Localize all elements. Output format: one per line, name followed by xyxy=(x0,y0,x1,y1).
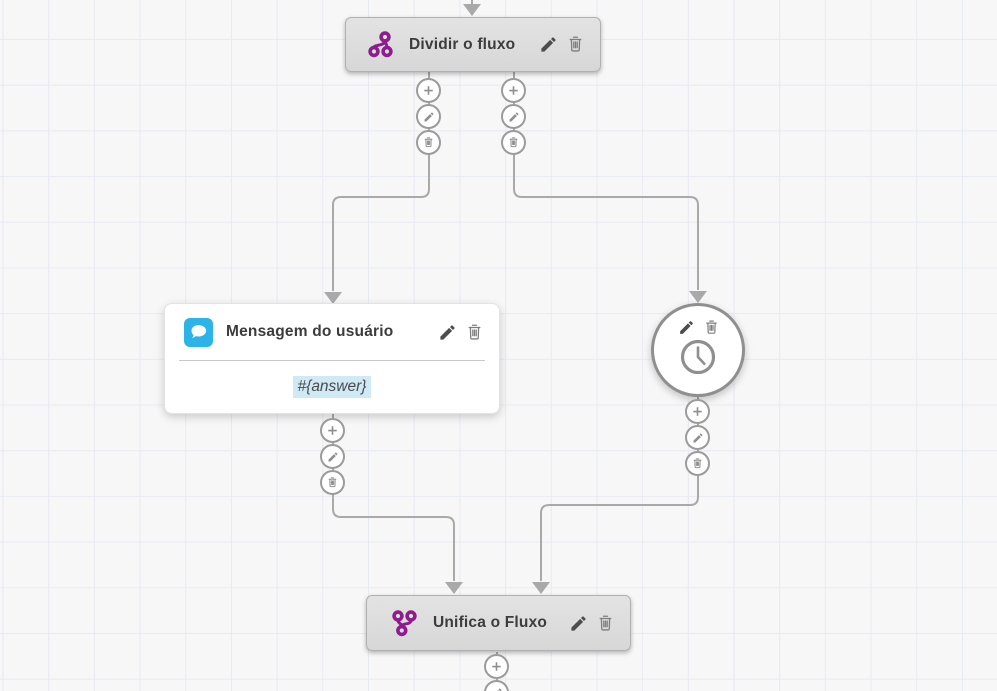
delete-connection-button[interactable] xyxy=(416,130,441,155)
edit-node-button[interactable] xyxy=(438,323,457,342)
delete-connection-button[interactable] xyxy=(685,451,710,476)
edit-node-button[interactable] xyxy=(569,614,588,633)
edit-node-button[interactable] xyxy=(678,319,695,336)
node-merge-flow[interactable]: Unifica o Fluxo xyxy=(366,595,631,651)
add-step-button[interactable] xyxy=(416,78,441,103)
trash-icon xyxy=(704,319,719,336)
pencil-icon xyxy=(678,319,695,336)
pencil-icon xyxy=(539,35,558,54)
add-step-button[interactable] xyxy=(685,399,710,424)
node-title: Dividir o fluxo xyxy=(409,35,516,53)
trash-icon xyxy=(597,614,614,633)
chat-bubble-icon xyxy=(184,317,213,347)
edit-connection-button[interactable] xyxy=(320,444,345,469)
edit-connection-button[interactable] xyxy=(501,104,526,129)
node-user-message[interactable]: Mensagem do usuário #{answer} xyxy=(164,303,500,414)
delete-node-button[interactable] xyxy=(597,614,614,633)
pencil-icon xyxy=(569,614,588,633)
delete-node-button[interactable] xyxy=(567,35,584,54)
delete-connection-button[interactable] xyxy=(320,470,345,495)
trash-icon xyxy=(466,323,483,342)
merge-flow-icon xyxy=(392,609,421,638)
split-flow-icon xyxy=(368,30,397,59)
node-title: Unifica o Fluxo xyxy=(433,614,548,631)
add-step-button[interactable] xyxy=(484,654,509,679)
edit-connection-button[interactable] xyxy=(416,104,441,129)
edit-node-button[interactable] xyxy=(539,35,558,54)
edit-connection-button[interactable] xyxy=(685,425,710,450)
delete-node-button[interactable] xyxy=(704,319,719,336)
message-variable: #{answer} xyxy=(292,375,372,398)
add-step-button[interactable] xyxy=(320,418,345,443)
divider xyxy=(179,360,485,361)
clock-icon xyxy=(678,337,718,377)
delete-node-button[interactable] xyxy=(466,323,483,342)
node-title: Mensagem do usuário xyxy=(226,323,394,340)
node-split-flow[interactable]: Dividir o fluxo xyxy=(345,17,601,72)
add-step-button[interactable] xyxy=(501,78,526,103)
trash-icon xyxy=(567,35,584,54)
node-timer[interactable] xyxy=(651,303,745,397)
delete-connection-button[interactable] xyxy=(501,130,526,155)
pencil-icon xyxy=(438,323,457,342)
